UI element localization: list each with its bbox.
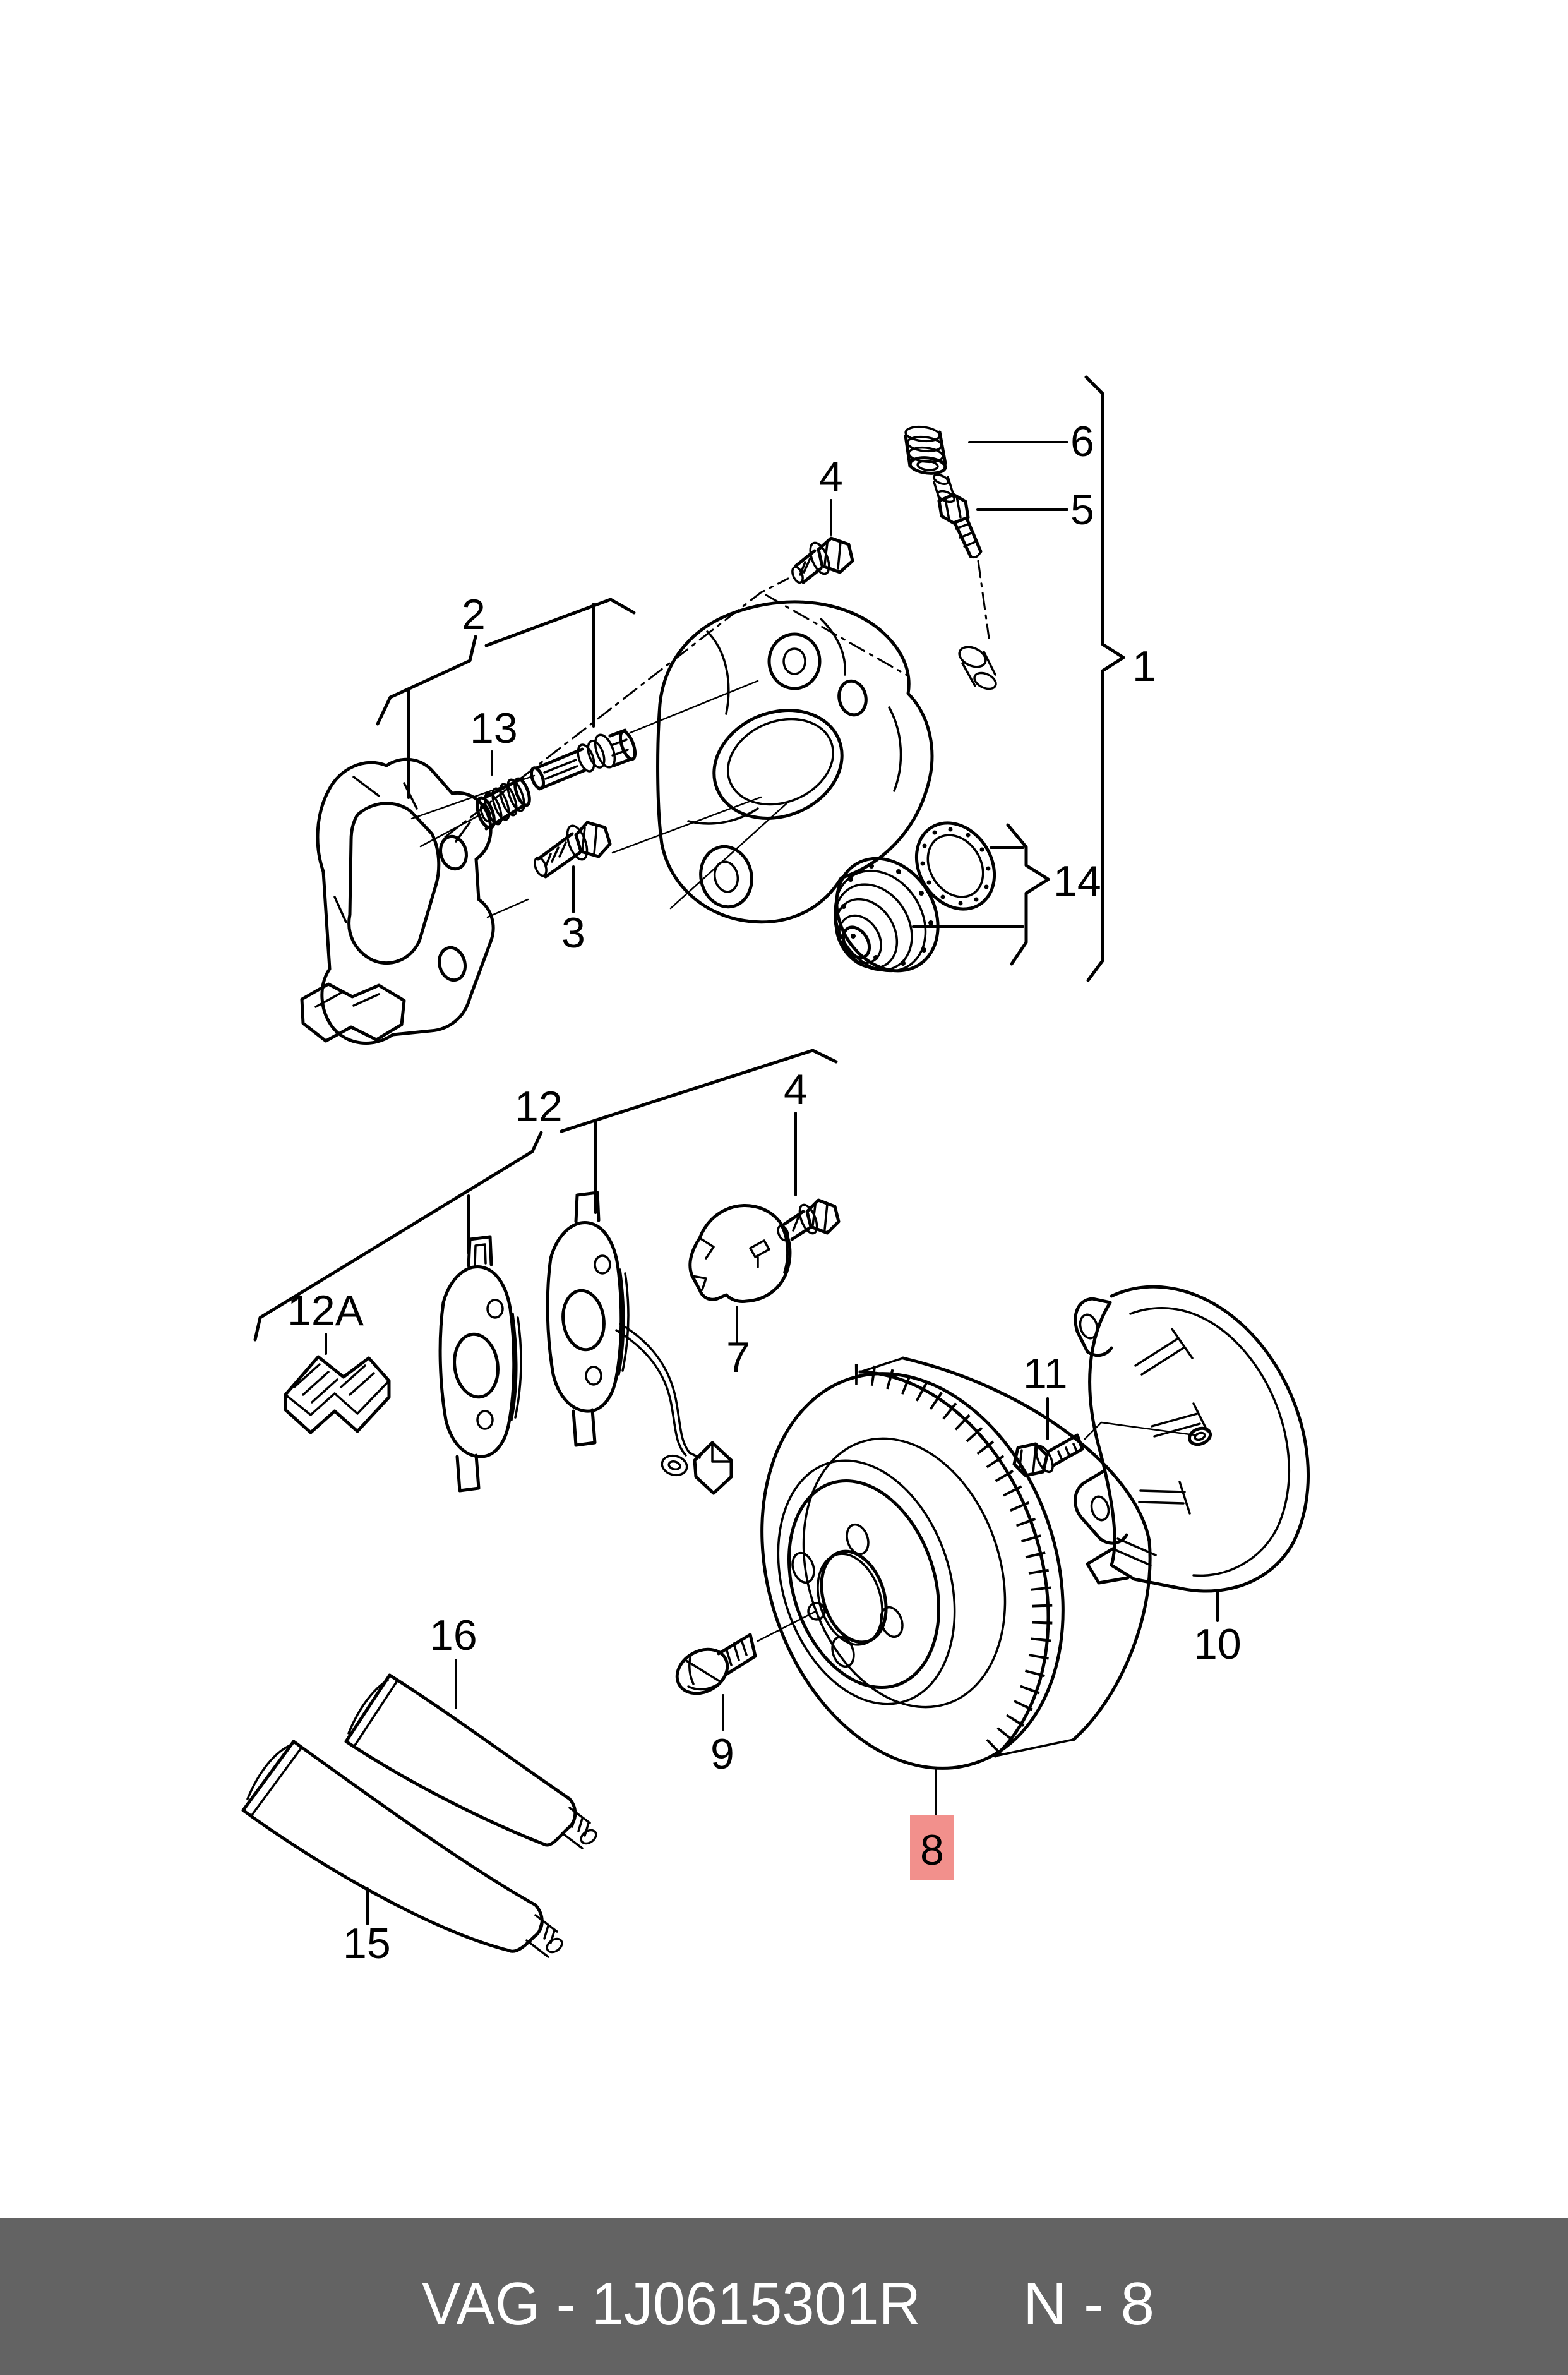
grease-tube-15-drawing — [241, 1740, 563, 1958]
part-label-3[interactable]: 3 — [561, 909, 585, 957]
bolt-3-drawing — [486, 796, 762, 918]
screw-9-drawing — [675, 1611, 816, 1695]
part-label-8[interactable]: 8 — [920, 1826, 944, 1874]
brake-pad-inner-drawing — [546, 1191, 733, 1495]
part-label-13[interactable]: 13 — [470, 704, 518, 752]
part-label-4-upper[interactable]: 4 — [819, 453, 843, 501]
part-label-4-lower[interactable]: 4 — [784, 1066, 808, 1114]
part-label-6[interactable]: 6 — [1070, 418, 1094, 466]
lug-hole — [831, 1635, 855, 1668]
part-label-12A[interactable]: 12A — [287, 1287, 364, 1335]
bleeder-valve-drawing — [932, 474, 990, 639]
brake-disc-drawing — [760, 1356, 1152, 1770]
part-label-12[interactable]: 12 — [515, 1083, 563, 1131]
part-label-5[interactable]: 5 — [1070, 486, 1094, 534]
lug-hole — [791, 1551, 815, 1584]
part-label-7[interactable]: 7 — [726, 1333, 750, 1381]
footer-part-number: VAG - 1J0615301R — [422, 2270, 921, 2338]
lug-hole — [880, 1606, 904, 1638]
bleeder-cap-drawing — [904, 425, 947, 475]
brake-pad-outer-drawing — [438, 1235, 522, 1493]
guide-pin-drawing — [410, 680, 759, 820]
caliper-housing-drawing — [656, 600, 997, 924]
splash-shield-drawing — [1074, 1285, 1310, 1593]
part-label-9[interactable]: 9 — [710, 1730, 734, 1778]
piston-boot-drawing — [834, 857, 940, 973]
bushing-13-drawing — [419, 776, 531, 848]
part-label-2[interactable]: 2 — [462, 591, 486, 639]
part-label-14[interactable]: 14 — [1053, 857, 1101, 905]
bracket-part-2 — [376, 598, 636, 799]
bracket-part-14 — [912, 823, 1050, 966]
highlight-box-8[interactable] — [910, 1815, 954, 1880]
bolt-4-upper-drawing — [791, 536, 854, 584]
wear-sensor-wire — [619, 1323, 691, 1454]
bracket-part-1 — [1084, 375, 1125, 982]
carrier-bracket-drawing — [300, 757, 495, 1045]
footer-bar: VAG - 1J0615301R N - 8 — [0, 2218, 1568, 2375]
bolt-4-lower-drawing — [777, 1198, 841, 1242]
grease-tube-16-drawing — [344, 1673, 597, 1849]
part-label-11[interactable]: 11 — [1023, 1350, 1068, 1398]
bracket-part-12 — [253, 1049, 838, 1342]
footer-page-number: N - 8 — [1023, 2270, 1154, 2338]
set-screw-hole — [807, 1602, 826, 1621]
bleeder-axis-line — [977, 560, 990, 639]
assembly-axis-lines — [444, 577, 909, 838]
part-label-15[interactable]: 15 — [343, 1920, 391, 1968]
part-label-1[interactable]: 1 — [1132, 642, 1156, 690]
piston-seal-ring-drawing — [914, 821, 996, 911]
bolt-11-drawing — [1012, 1421, 1196, 1477]
pad-spring-drawing — [284, 1355, 391, 1434]
part-label-10[interactable]: 10 — [1194, 1620, 1242, 1668]
wear-plate-drawing — [688, 1204, 792, 1303]
part-label-16[interactable]: 16 — [429, 1611, 477, 1659]
lug-hole — [846, 1523, 870, 1556]
